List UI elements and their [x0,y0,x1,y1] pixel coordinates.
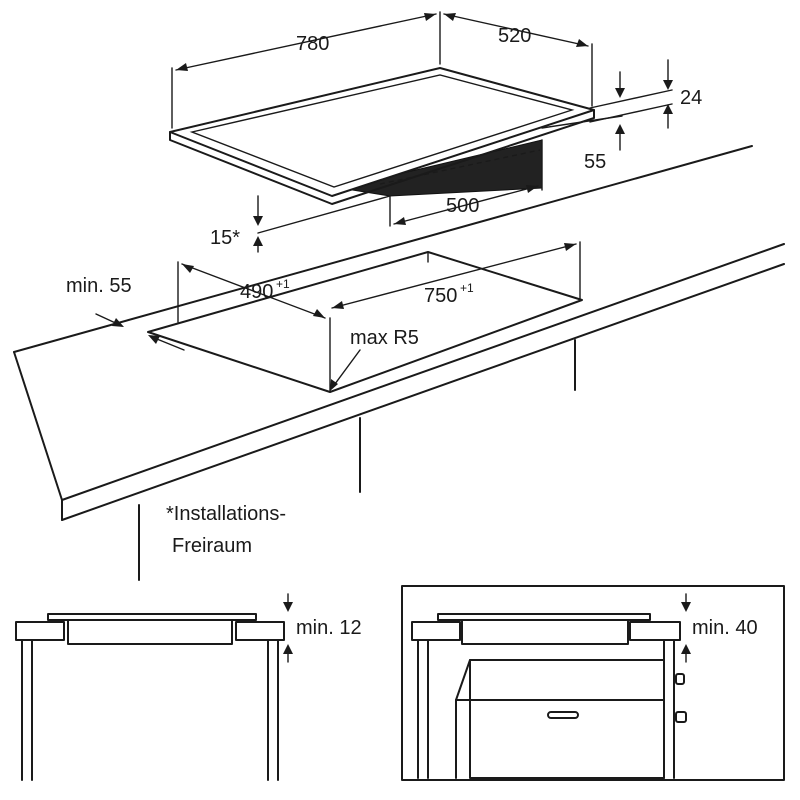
detail-right-frame [401,585,785,781]
label-max-r5: max R5 [350,327,419,349]
countertop-front-edge-top [61,243,785,501]
detail-right: min. 40 [401,585,785,781]
detail-right-knob-bottom [675,711,687,723]
detail-right-oven-handle [547,711,579,719]
detail-right-hob-glass [437,613,651,621]
hob-dimensions [171,11,673,253]
footnote: *Installations- Freiraum [166,503,286,557]
hob-inner-glass [189,74,575,188]
label-55: 55 [584,151,606,173]
cutout-outline [147,251,583,393]
detail-left-counter-right [235,621,285,641]
label-min-12: min. 12 [296,617,362,639]
countertop-front-edge-bottom [61,263,785,521]
cutout [147,251,583,393]
label-500: 500 [446,195,479,217]
dimension-labels: 780 520 24 55 500 15* 490 +1 750 +1 min.… [66,25,702,349]
label-24: 24 [680,87,702,109]
label-490-tolerance: +1 [276,277,290,291]
label-750: 750 [424,285,457,307]
detail-left-counter-left [15,621,65,641]
detail-left-hob-body [67,619,233,645]
detail-right-knob-top [675,673,685,685]
countertop-back-edge [13,145,753,353]
footnote-line1: *Installations- [166,503,286,525]
countertop [13,145,785,581]
label-490: 490 [240,281,273,303]
dim-500-line [393,185,539,225]
label-520: 520 [498,25,531,47]
detail-left-hob-glass [47,613,257,621]
countertop-left-edge [13,351,63,501]
dim-490-line [181,263,326,319]
detail-right-counter-right [629,621,681,641]
hob-hidden-edge [379,149,541,185]
dim-780-line [175,13,437,71]
label-15: 15* [210,227,240,249]
detail-right-hob-body [461,619,629,645]
label-750-tolerance: +1 [460,281,474,295]
dim-750-line [331,243,577,309]
label-min-55: min. 55 [66,275,132,297]
cutout-dimensions [95,241,581,391]
dim-520-line [443,13,589,47]
detail-left: min. 12 [15,593,362,781]
r5-pointer [331,349,361,389]
hob [169,67,673,234]
footnote-line2: Freiraum [172,535,252,557]
hob-frame-thickness [169,109,595,205]
label-min-40: min. 40 [692,617,758,639]
label-780: 780 [296,33,329,55]
detail-right-counter-left [411,621,461,641]
